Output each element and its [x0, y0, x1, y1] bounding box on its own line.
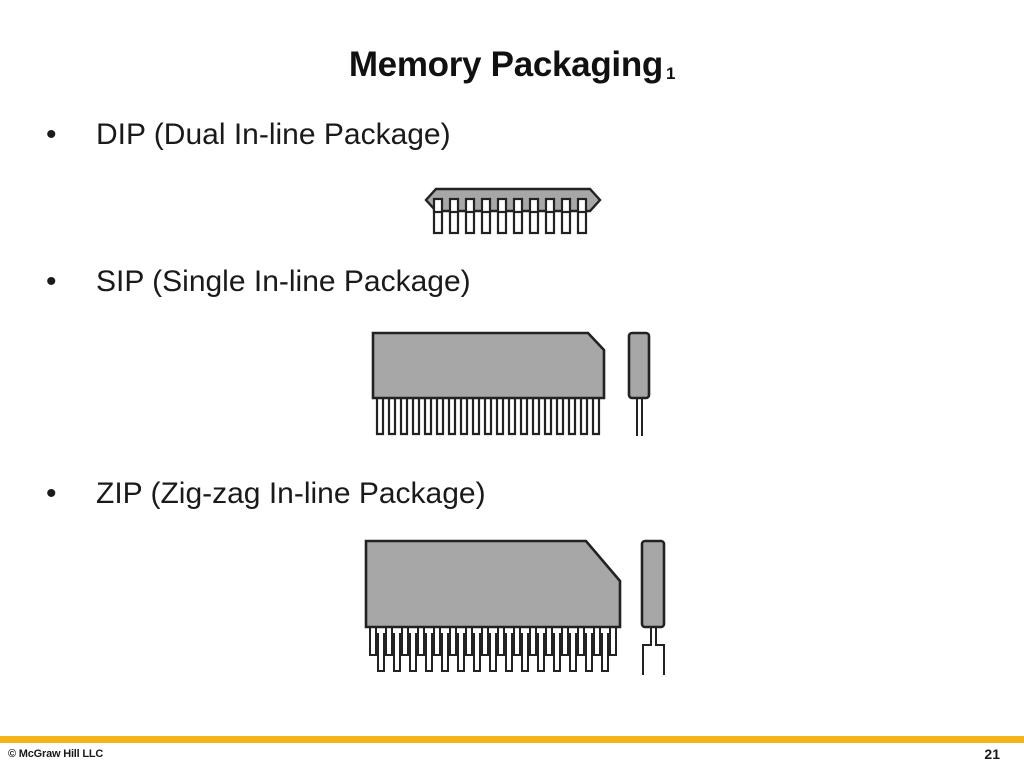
bullet-marker-icon: •: [46, 118, 57, 151]
sip-package-diagram: [366, 326, 666, 451]
dip-pin-slots: [432, 197, 588, 214]
zip-pin-group-front: [377, 633, 609, 672]
zip-side-view: [640, 539, 666, 675]
zip-body-shape: [364, 539, 622, 629]
sip-body-shape: [371, 331, 606, 400]
bullet-marker-icon: •: [46, 265, 57, 298]
bullet-item-zip: • ZIP (Zig-zag In-line Package): [40, 477, 740, 510]
slide-page-number: 21: [984, 746, 1000, 762]
page-title-text: Memory Packaging: [348, 45, 664, 84]
bullet-label-sip: SIP (Single In-line Package): [96, 265, 471, 298]
sip-side-view: [627, 331, 651, 436]
zip-pin-group-back: [369, 625, 617, 656]
bullet-label-zip: ZIP (Zig-zag In-line Package): [96, 477, 486, 510]
bullet-label-dip: DIP (Dual In-line Package): [96, 118, 451, 151]
bullet-item-sip: • SIP (Single In-line Package): [40, 265, 740, 298]
dip-package-diagram: [418, 186, 608, 249]
bullet-item-dip: • DIP (Dual In-line Package): [40, 118, 740, 151]
page-title-reference: 1: [666, 64, 676, 83]
footer-divider-rule: [0, 736, 1024, 743]
zip-package-diagram: [358, 533, 678, 688]
sip-pin-group: [375, 396, 601, 436]
footer-copyright: © McGraw Hill LLC: [8, 748, 104, 760]
bullet-marker-icon: •: [46, 477, 57, 510]
